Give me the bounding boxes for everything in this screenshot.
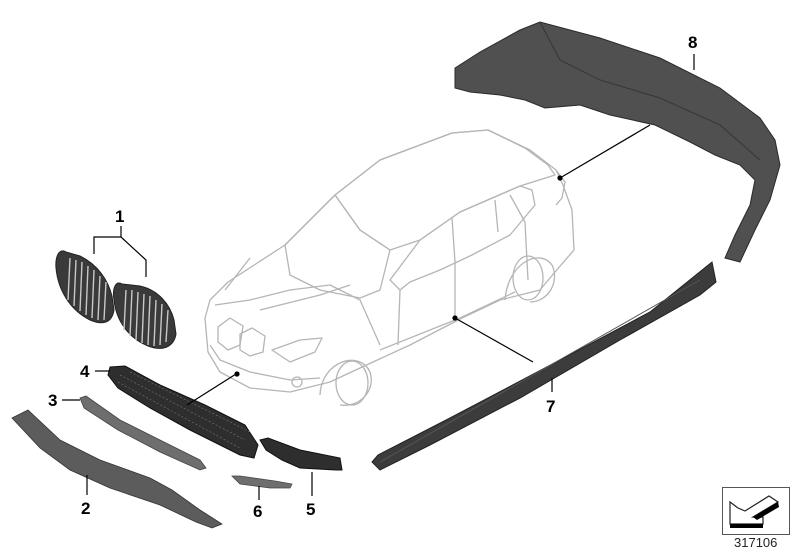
callout-4[interactable]: 4 [80, 362, 90, 381]
part-2-lower-spoiler[interactable] [11, 409, 223, 529]
part-6-small-trim[interactable] [231, 475, 293, 500]
back-navigation-button[interactable] [722, 487, 790, 535]
part-8-rear-bumper[interactable] [454, 21, 781, 263]
part-7-side-skirt[interactable] [371, 261, 717, 471]
part-1-kidney-grilles[interactable] [55, 226, 177, 349]
part-4-center-mesh-grille[interactable] [95, 365, 259, 459]
callout-2[interactable]: 2 [81, 499, 91, 518]
callout-5[interactable]: 5 [306, 500, 316, 519]
arrow-back-icon [729, 495, 780, 528]
part-3-trim-strip[interactable] [62, 395, 207, 471]
diagram-reference-number: 317106 [734, 535, 778, 550]
car-outline [204, 129, 575, 406]
callout-7[interactable]: 7 [546, 397, 556, 416]
part-5-side-mesh-grille[interactable] [259, 437, 343, 496]
callout-8[interactable]: 8 [688, 33, 698, 52]
callout-6[interactable]: 6 [253, 502, 263, 521]
callout-1[interactable]: 1 [115, 207, 125, 226]
callout-3[interactable]: 3 [48, 391, 58, 410]
